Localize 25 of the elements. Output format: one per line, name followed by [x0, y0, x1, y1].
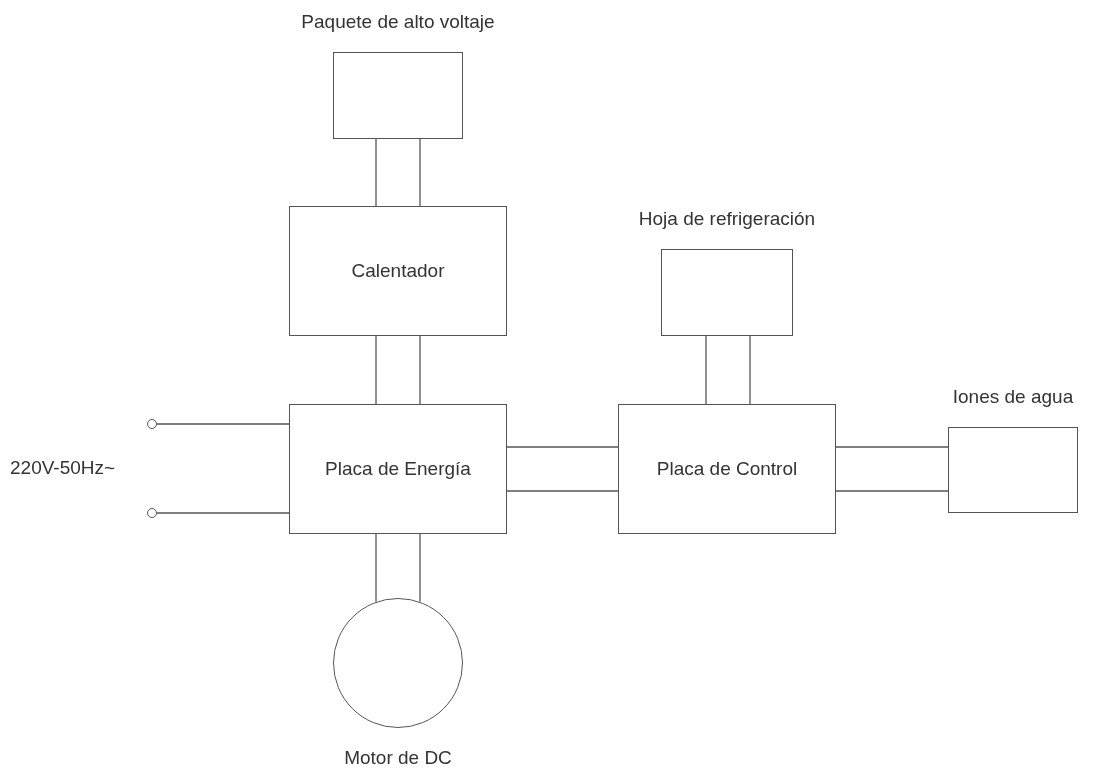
- connector-line: [835, 446, 949, 448]
- connector-line: [419, 533, 421, 603]
- component-box: [289, 404, 507, 534]
- component-box: [618, 404, 836, 534]
- component-box: [289, 206, 507, 336]
- component-label: Paquete de alto voltaje: [301, 10, 495, 34]
- component-label: Motor de DC: [344, 746, 452, 770]
- connector-line: [375, 138, 377, 207]
- connector-line: [419, 335, 421, 405]
- connector-line: [375, 533, 377, 603]
- connector-line: [506, 490, 619, 492]
- component-label: Placa de Control: [656, 457, 798, 481]
- connector-line: [156, 423, 290, 425]
- voltage-label: 220V-50Hz~: [10, 456, 116, 480]
- connector-line: [375, 335, 377, 405]
- connector-line: [419, 138, 421, 207]
- connector-line: [835, 490, 949, 492]
- component-label: Placa de Energía: [325, 457, 471, 481]
- connector-line: [705, 335, 707, 405]
- connector-line: [156, 512, 290, 514]
- connector-line: [749, 335, 751, 405]
- component-label: Hoja de refrigeración: [638, 207, 816, 231]
- component-label: Iones de agua: [952, 385, 1074, 409]
- component-label: Calentador: [351, 259, 445, 283]
- connector-line: [506, 446, 619, 448]
